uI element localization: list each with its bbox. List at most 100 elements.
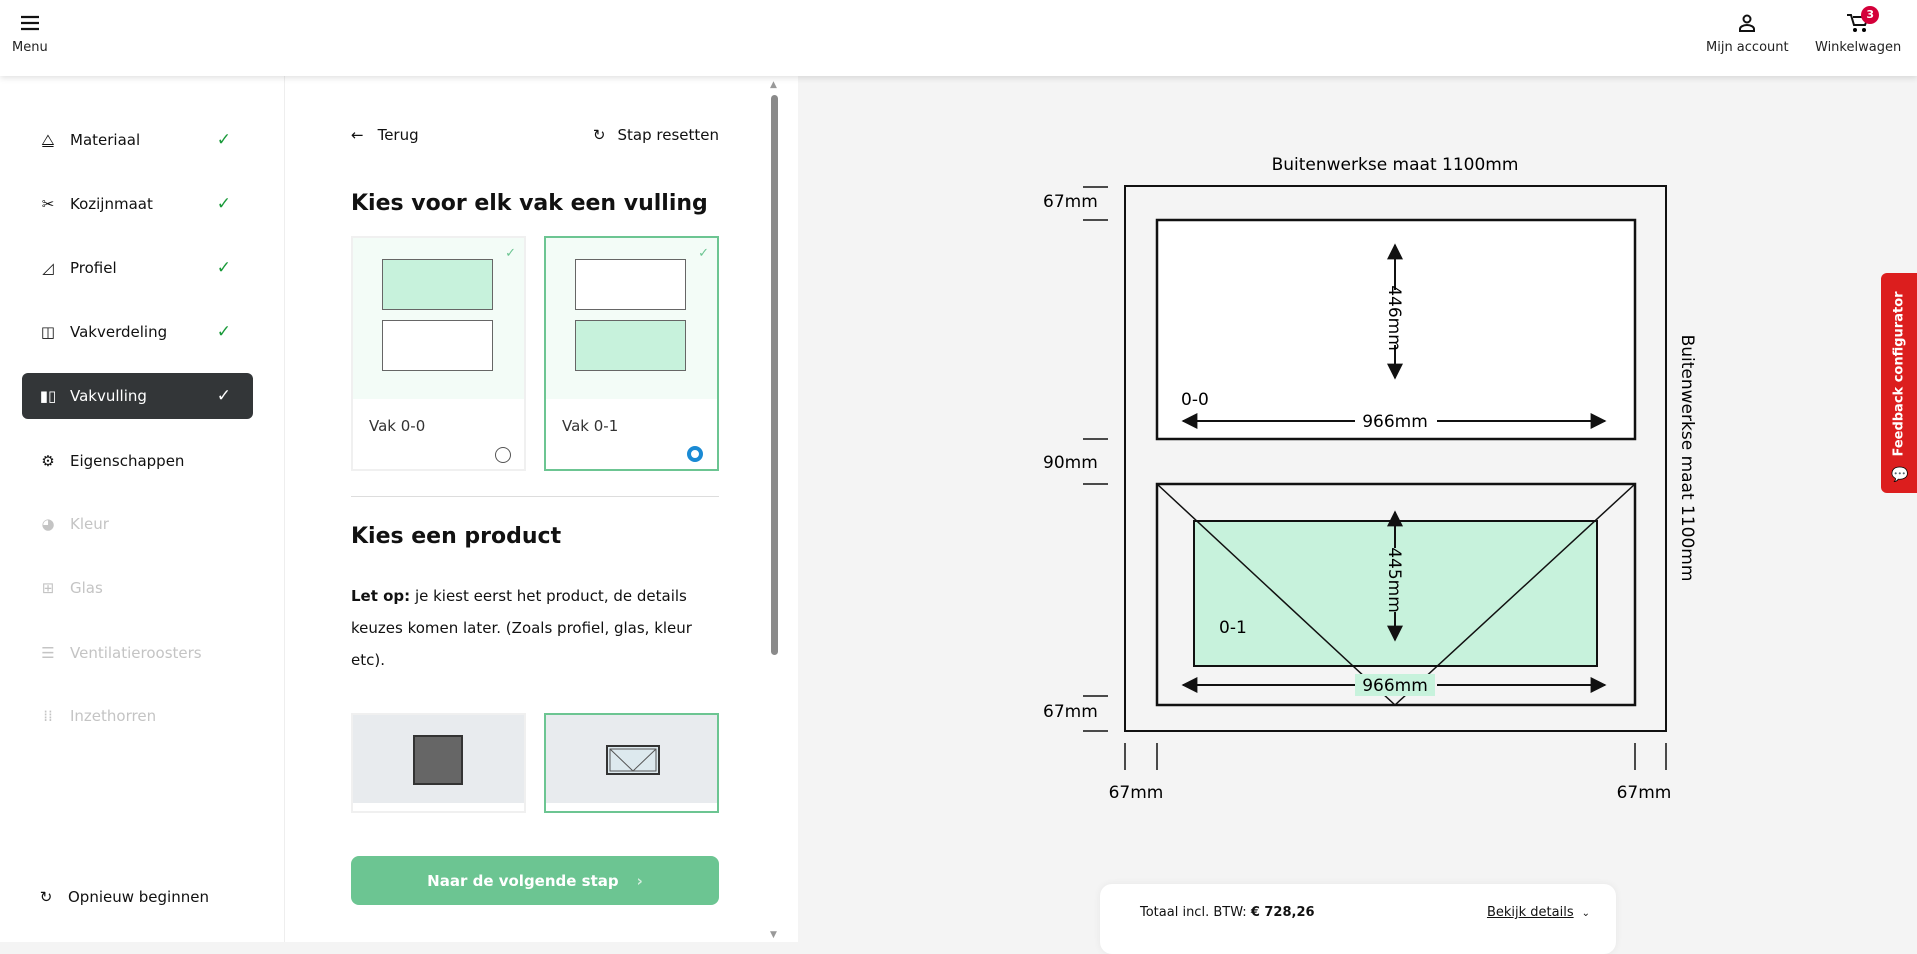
step-label: Vakverdeling: [70, 323, 168, 341]
profile-gear-icon: ◿: [42, 259, 54, 277]
details-link[interactable]: Bekijk details ⌄: [1487, 905, 1590, 923]
total-label: Totaal incl. BTW:: [1140, 905, 1247, 920]
total-value: € 728,26: [1250, 905, 1315, 920]
gear-icon: ⚙: [41, 452, 55, 470]
step-label: Inzethorren: [70, 707, 157, 725]
fixed-panel-icon: [413, 735, 463, 785]
divider: [351, 496, 719, 497]
step-glas: ⊞ Glas: [22, 565, 253, 611]
preview-bottom-pane: [382, 320, 493, 371]
step-kleur: ◕ Kleur: [22, 501, 253, 547]
step-materiaal[interactable]: ⧋Materiaal✓: [22, 117, 253, 163]
panel-0-1-width: 966mm: [1362, 676, 1428, 696]
scroll-down-icon[interactable]: ▼: [770, 930, 777, 940]
restart-label: Opnieuw beginnen: [68, 888, 209, 906]
chat-icon: 💬: [1891, 467, 1909, 483]
top-header: Menu Mijn account 3 Winkelwagen: [0, 0, 1917, 76]
feedback-tab[interactable]: Feedback configurator 💬: [1881, 273, 1917, 493]
check-icon: ✓: [505, 246, 516, 261]
step-label: Glas: [70, 579, 103, 597]
cart-label: Winkelwagen: [1815, 40, 1902, 55]
product-card-tilt[interactable]: [544, 713, 719, 813]
left-label-mid: 90mm: [1043, 453, 1098, 473]
ruler-pencil-icon: ✂: [41, 195, 55, 213]
step-vakvulling[interactable]: ▮▯Vakvulling✓: [22, 373, 253, 419]
user-icon: [1739, 14, 1756, 32]
product-note: Let op: je kiest eerst het product, de d…: [351, 580, 711, 676]
refresh-icon: ↻: [592, 126, 606, 144]
panel-0-0-width: 966mm: [1362, 412, 1428, 432]
tilt-window-icon: [606, 745, 660, 775]
refresh-icon: ↻: [39, 888, 53, 906]
step-ventilatieroosters: ☰ Ventilatieroosters: [22, 630, 253, 676]
reset-step-button[interactable]: ↻ Stap resetten: [587, 126, 719, 144]
arrow-left-icon: ←: [351, 126, 364, 144]
details-label: Bekijk details: [1486, 905, 1574, 920]
step-label: Ventilatieroosters: [70, 644, 202, 662]
left-label-top: 67mm: [1043, 192, 1098, 212]
next-step-button[interactable]: Naar de volgende stap ›: [351, 856, 719, 905]
panel-0-1-id: 0-1: [1219, 618, 1247, 638]
step-label: Kozijnmaat: [70, 195, 153, 213]
check-icon: ✓: [216, 130, 231, 150]
panel-0-0-height: 446mm: [1384, 285, 1404, 351]
scroll-up-icon[interactable]: ▲: [770, 80, 777, 90]
width-label-bg: [1355, 674, 1435, 696]
panel-0-1-height: 445mm: [1384, 547, 1404, 613]
vak-card-0-1[interactable]: ✓ Vak 0-1: [544, 236, 719, 471]
step-profiel[interactable]: ◿ Profiel ✓: [22, 245, 253, 291]
cart-button[interactable]: 3 Winkelwagen: [1815, 6, 1902, 55]
split-icon: ◫: [40, 323, 56, 341]
product-heading: Kies een product: [351, 524, 562, 549]
step-label: Kleur: [70, 515, 109, 533]
account-button[interactable]: Mijn account: [1706, 12, 1789, 55]
chevron-down-icon: ⌄: [1581, 908, 1590, 919]
note-text: je kiest eerst het product, de details k…: [351, 587, 692, 669]
step-label: Materiaal: [70, 131, 141, 149]
glass-icon: ⊞: [41, 579, 55, 597]
menu-label: Menu: [12, 40, 48, 55]
panel-0-0-id: 0-0: [1181, 390, 1209, 410]
scroll-thumb[interactable]: [771, 95, 778, 655]
back-button[interactable]: ← Terug: [351, 126, 419, 144]
total: Totaal incl. BTW: € 728,26: [1140, 905, 1315, 920]
step-eigenschappen[interactable]: ⚙ Eigenschappen: [22, 438, 253, 484]
chevron-right-icon: ›: [636, 871, 643, 890]
account-label: Mijn account: [1706, 40, 1789, 55]
palette-icon: ◕: [41, 515, 55, 533]
next-label: Naar de volgende stap: [427, 871, 619, 890]
height-title: Buitenwerkse maat 1100mm: [1677, 335, 1697, 582]
dimension-ticks: [1083, 186, 1667, 770]
vak-radio[interactable]: [495, 447, 511, 463]
step-label: Profiel: [70, 259, 117, 277]
check-icon: ✓: [216, 322, 231, 342]
preview-top-pane: [382, 259, 493, 310]
check-icon: ✓: [216, 386, 231, 406]
step-kozijnmaat[interactable]: ✂Kozijnmaat✓: [22, 181, 253, 227]
width-title: Buitenwerkse maat 1100mm: [1272, 155, 1519, 175]
vak-label: Vak 0-0: [369, 417, 426, 435]
feedback-label: Feedback configurator: [1891, 291, 1907, 457]
panel-scrollbar[interactable]: ▲▼: [768, 76, 782, 942]
vak-card-0-0[interactable]: ✓ Vak 0-0: [351, 236, 526, 471]
vak-radio-selected[interactable]: [687, 446, 703, 462]
restart-button[interactable]: ↻ Opnieuw beginnen: [22, 874, 253, 920]
vak-label: Vak 0-1: [562, 417, 619, 435]
note-bold: Let op:: [351, 587, 411, 605]
fill-icon: ▮▯: [39, 387, 57, 405]
preview-bottom-pane: [575, 320, 686, 371]
menu-button[interactable]: Menu: [12, 12, 48, 55]
hamburger-icon: [20, 15, 39, 31]
bottom-label-right: 67mm: [1617, 783, 1672, 803]
bottom-label-left: 67mm: [1109, 783, 1164, 803]
reset-label: Stap resetten: [617, 126, 720, 144]
check-icon: ✓: [216, 258, 231, 278]
back-label: Terug: [377, 126, 419, 144]
vent-icon: ☰: [41, 644, 55, 662]
step-vakverdeling[interactable]: ◫ Vakverdeling ✓: [22, 309, 253, 355]
step-label: Eigenschappen: [70, 452, 185, 470]
preview-top-pane: [575, 259, 686, 310]
product-card-fixed[interactable]: [351, 713, 526, 813]
check-icon: ✓: [698, 246, 709, 261]
